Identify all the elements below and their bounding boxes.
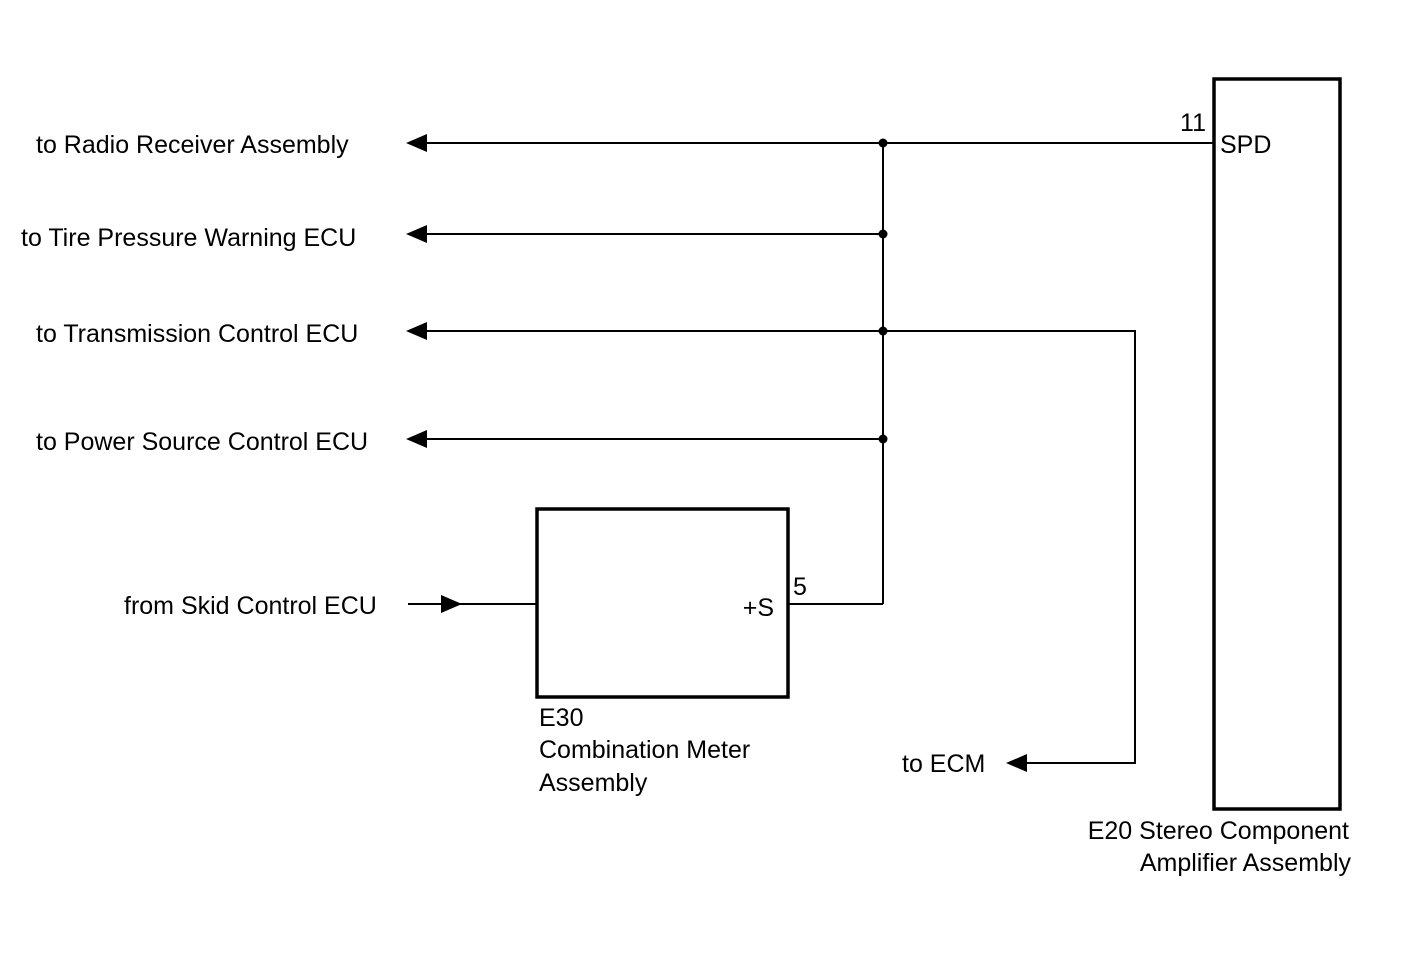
label-from-skid-control-ecu: from Skid Control ECU [124, 592, 377, 620]
terminal-label-spd: SPD [1220, 131, 1271, 159]
arrow-left-icon [406, 430, 427, 448]
junction-dot-transmission [878, 326, 888, 336]
junction-dot-tire [878, 229, 888, 239]
label-to-tire-pressure-ecu: to Tire Pressure Warning ECU [21, 224, 356, 252]
label-combination-meter-line1: Combination Meter [539, 736, 750, 764]
junction-dot-power-source [878, 434, 888, 444]
terminal-number-11: 11 [1180, 109, 1206, 137]
label-to-transmission-ecu: to Transmission Control ECU [36, 320, 358, 348]
label-e20-amplifier-line1: E20 Stereo Component [1088, 817, 1349, 845]
terminal-number-5: 5 [793, 573, 807, 601]
wire-to-ecm [883, 330, 1136, 764]
label-e20-amplifier-line2: Amplifier Assembly [1140, 849, 1352, 877]
stereo-amplifier-box [1212, 77, 1342, 811]
arrow-left-icon [406, 225, 427, 243]
arrow-right-icon [441, 595, 462, 613]
arrow-left-icon [406, 134, 427, 152]
arrow-left-icon [1006, 754, 1027, 772]
label-to-power-source-ecu: to Power Source Control ECU [36, 428, 368, 456]
label-to-ecm: to ECM [902, 750, 985, 778]
terminal-label-plus-s: +S [743, 594, 774, 622]
label-e30-connector: E30 [539, 704, 583, 732]
label-to-radio-receiver: to Radio Receiver Assembly [36, 131, 349, 159]
label-combination-meter-line2: Assembly [539, 769, 648, 797]
junction-dot-radio [878, 138, 888, 148]
arrow-left-icon [406, 322, 427, 340]
